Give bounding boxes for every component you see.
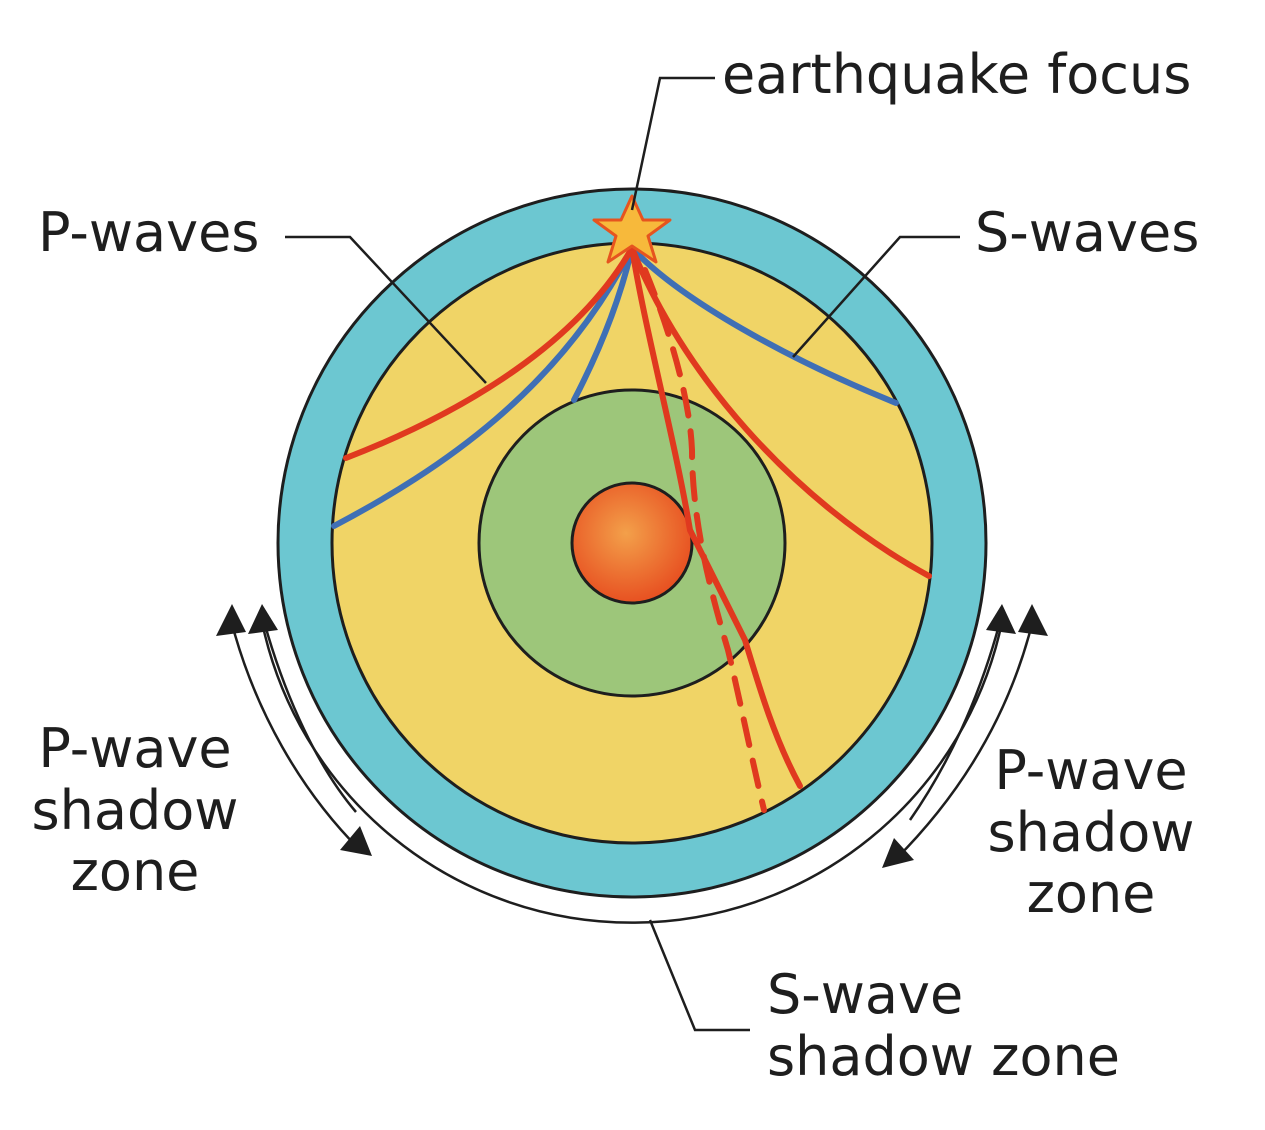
p-shadow-left-line-1: P-wave xyxy=(38,717,232,780)
s-shadow-line-1: S-wave xyxy=(767,963,964,1026)
arrowhead-right-inner-top xyxy=(986,604,1016,634)
focus-leader-line xyxy=(630,76,715,211)
p-shadow-arc-left-outer xyxy=(230,623,361,851)
arrowhead-left-outer-top xyxy=(216,604,246,636)
p-shadow-left-line-3: zone xyxy=(70,840,200,904)
earthquake-focus-star xyxy=(592,194,672,264)
p-shadow-right-line-3: zone xyxy=(1026,862,1156,926)
arrowhead-left-inner-top xyxy=(248,604,278,634)
arrowhead-right-outer-top xyxy=(1018,604,1048,636)
s-waves-leader-line xyxy=(792,235,960,358)
s-wave-ray-right xyxy=(629,245,899,406)
p-wave-ray-dashed xyxy=(642,267,767,813)
p-shadow-arc-right-outer xyxy=(894,623,1034,861)
p-wave-ray-through-core xyxy=(629,245,803,789)
s-shadow-arc xyxy=(260,621,1004,924)
s-waves-label: S-waves xyxy=(975,201,1200,264)
p-wave-shadow-zone-label-right: P-wave shadow zone xyxy=(976,740,1206,925)
p-shadow-arc-left-inner xyxy=(260,613,357,813)
inner-core-layer xyxy=(570,481,694,605)
p-waves-leader-line xyxy=(285,235,487,384)
p-wave-ray-right xyxy=(629,245,932,579)
p-shadow-arc-right-inner xyxy=(908,613,1004,821)
s-shadow-leader-line xyxy=(648,919,750,1032)
s-wave-ray-left xyxy=(331,245,635,529)
s-wave-ray-core xyxy=(571,245,635,403)
p-waves-label: P-waves xyxy=(38,201,260,264)
arrowhead-right-bottom xyxy=(882,838,914,868)
p-shadow-left-line-2: shadow xyxy=(31,778,239,842)
p-wave-shadow-zone-label-left: P-wave shadow zone xyxy=(20,718,250,903)
arrowhead-left-bottom xyxy=(340,826,372,856)
earthquake-focus-label: earthquake focus xyxy=(722,43,1192,106)
p-wave-ray-left xyxy=(343,245,635,461)
s-shadow-line-2: shadow zone xyxy=(767,1024,1120,1088)
p-shadow-right-line-1: P-wave xyxy=(994,739,1188,802)
p-shadow-right-line-2: shadow xyxy=(987,800,1195,864)
s-wave-shadow-zone-label: S-wave shadow zone xyxy=(767,964,1120,1087)
